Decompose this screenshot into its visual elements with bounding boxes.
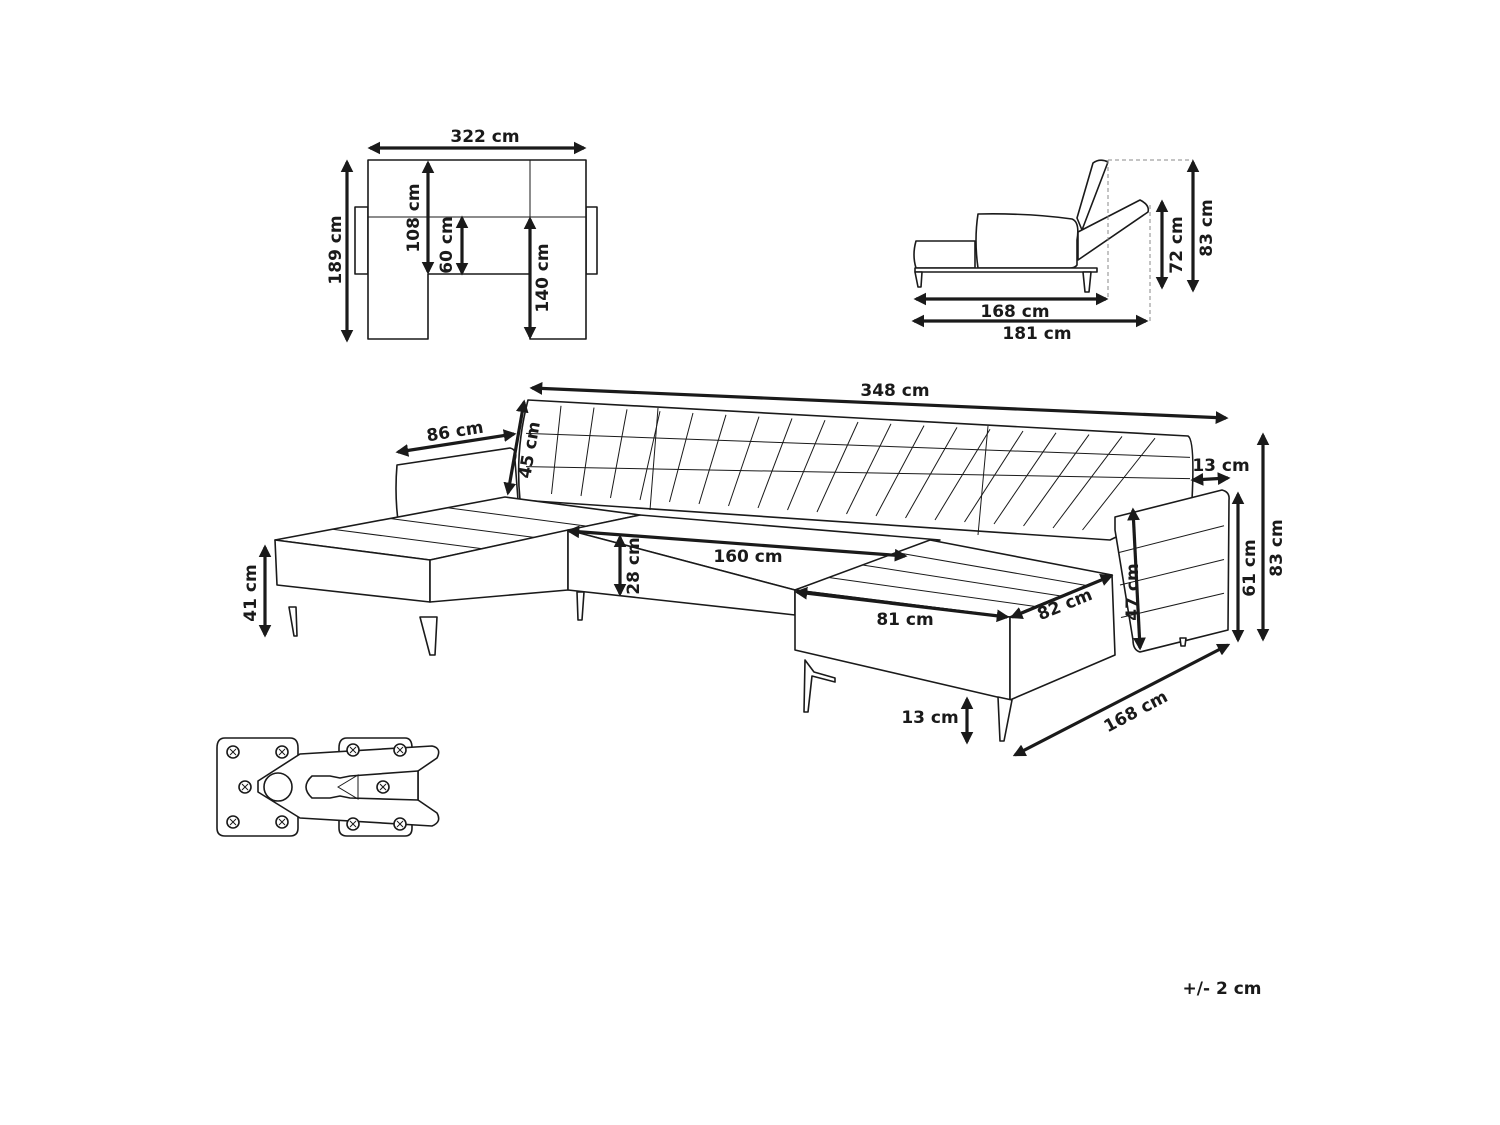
side-seat — [975, 213, 1079, 269]
screw-cross — [349, 820, 357, 828]
back-divider-right — [977, 425, 989, 536]
label-armrest-width: 13 cm — [1192, 456, 1249, 476]
tolerance-note: +/- 2 cm — [1183, 979, 1262, 999]
plan-right-armrest — [585, 206, 598, 275]
tuft-line — [525, 466, 1191, 480]
side-leg-back — [1082, 271, 1092, 293]
tuft-line — [1052, 436, 1123, 529]
label-total-width: 348 cm — [860, 381, 929, 401]
label-plan-width: 322 cm — [450, 127, 519, 147]
screw-cross — [349, 746, 357, 754]
side-backrest-reclined — [1077, 199, 1150, 261]
hinge-screws — [226, 743, 407, 831]
hinge-ratchet — [305, 770, 419, 801]
screw-cross — [241, 783, 249, 791]
tuft-line — [816, 421, 859, 513]
label-plan-chaise-length: 140 cm — [533, 243, 553, 312]
tuft-line — [1082, 437, 1156, 531]
label-armrest-inner-height: 47 cm — [1123, 563, 1143, 620]
side-leg-front — [914, 271, 923, 288]
label-side-height: 83 cm — [1197, 199, 1217, 256]
dim-line-348 — [529, 382, 1229, 424]
dim-line-13-armrest — [1190, 472, 1231, 486]
dim-line-168 — [1012, 643, 1231, 757]
tuft-line — [389, 518, 536, 538]
label-plan-seat-depth: 60 cm — [437, 216, 457, 273]
side-view: 168 cm 181 cm 72 cm 83 cm — [911, 159, 1217, 344]
tuft-line — [525, 432, 1191, 458]
perspective-view: 348 cm 86 cm 45 cm 13 cm 83 cm 61 cm 47 … — [241, 381, 1287, 757]
tuft-line — [639, 411, 661, 501]
screw-cross — [278, 818, 286, 826]
label-plan-middle-depth: 108 cm — [404, 183, 424, 252]
hinge-detail-icon — [216, 737, 440, 837]
label-total-height: 83 cm — [1267, 519, 1287, 576]
label-leg-height: 13 cm — [901, 708, 958, 728]
tuft-line — [698, 414, 727, 505]
label-chaise-width: 81 cm — [876, 610, 933, 630]
side-ottoman — [913, 240, 976, 269]
sofa-legs — [288, 591, 1187, 742]
tuft-line — [447, 507, 588, 527]
hinge-triangle — [337, 774, 359, 800]
label-seat-height: 41 cm — [241, 564, 261, 621]
screw-cross — [379, 783, 387, 791]
label-side-length-flat: 181 cm — [1002, 324, 1071, 344]
side-guide-lines — [1107, 159, 1193, 322]
label-side-length-upright: 168 cm — [980, 302, 1049, 322]
tuft-line — [846, 423, 892, 515]
hinge-pivot — [263, 772, 293, 802]
label-plan-depth: 189 cm — [326, 215, 346, 284]
tuft-line — [905, 427, 958, 519]
tuft-line — [993, 432, 1057, 525]
label-armrest-height: 61 cm — [1240, 539, 1260, 596]
plan-view: 322 cm 189 cm 108 cm 60 cm 140 cm — [326, 127, 598, 343]
screw-cross — [229, 818, 237, 826]
plan-outline — [367, 159, 587, 340]
screw-cross — [396, 746, 404, 754]
dim-line-81 — [794, 586, 1010, 623]
tuft-line — [332, 528, 483, 550]
tuft-line — [964, 430, 1024, 523]
label-seat-width: 160 cm — [713, 547, 782, 567]
screw-cross — [229, 748, 237, 756]
dim-line-47 — [1127, 507, 1146, 651]
tuft-line — [875, 425, 925, 517]
label-armrest-length: 86 cm — [425, 418, 485, 447]
tuft-line — [1023, 434, 1090, 527]
dim-line-160 — [566, 525, 908, 562]
tuft-line — [728, 416, 760, 507]
tuft-line — [757, 418, 793, 509]
tuft-line — [787, 420, 826, 511]
tuft-line — [610, 409, 628, 499]
tuft-line — [669, 412, 694, 503]
dim-line-86 — [395, 429, 517, 457]
plan-left-armrest — [354, 206, 369, 275]
label-chaise-length: 168 cm — [1101, 687, 1171, 737]
label-side-height-reclined: 72 cm — [1167, 216, 1187, 273]
screw-cross — [396, 820, 404, 828]
screw-cross — [278, 748, 286, 756]
dim-line-82 — [1009, 574, 1114, 619]
label-cushion-thickness: 28 cm — [624, 537, 644, 594]
side-base — [914, 267, 1098, 273]
dim-line-45 — [503, 399, 529, 496]
